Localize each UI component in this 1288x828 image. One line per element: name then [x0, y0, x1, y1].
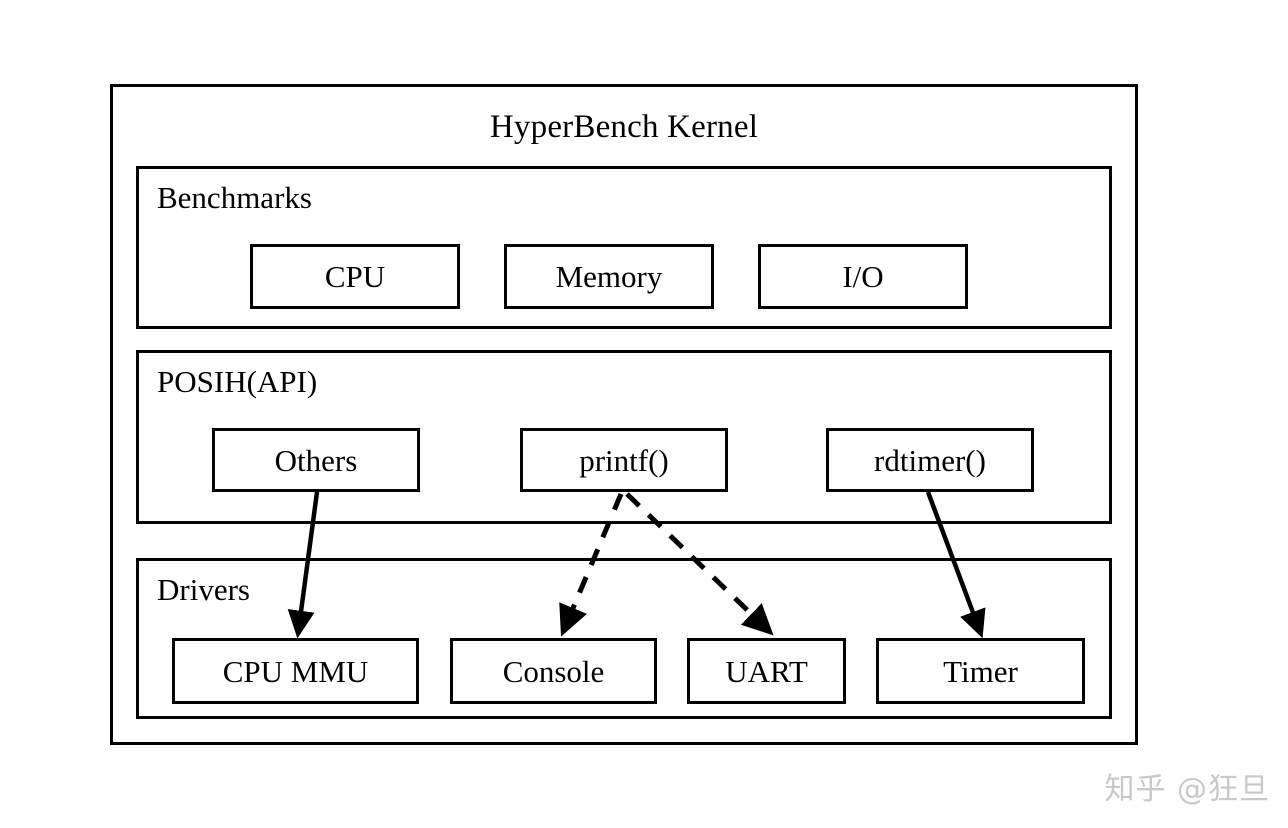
layer-benchmarks-label: Benchmarks	[157, 180, 312, 215]
node-io[interactable]: I/O	[758, 244, 968, 309]
node-others[interactable]: Others	[212, 428, 420, 492]
node-rdtimer[interactable]: rdtimer()	[826, 428, 1034, 492]
node-uart[interactable]: UART	[687, 638, 846, 704]
node-printf[interactable]: printf()	[520, 428, 728, 492]
node-console[interactable]: Console	[450, 638, 657, 704]
watermark: 知乎 @狂旦	[1104, 772, 1270, 807]
layer-drivers-label: Drivers	[157, 572, 250, 607]
page-title: HyperBench Kernel	[489, 109, 759, 145]
layer-posih-label: POSIH(API)	[157, 364, 318, 399]
node-cpu[interactable]: CPU	[250, 244, 460, 309]
node-cpu-mmu[interactable]: CPU MMU	[172, 638, 419, 704]
node-timer[interactable]: Timer	[876, 638, 1085, 704]
node-memory[interactable]: Memory	[504, 244, 714, 309]
